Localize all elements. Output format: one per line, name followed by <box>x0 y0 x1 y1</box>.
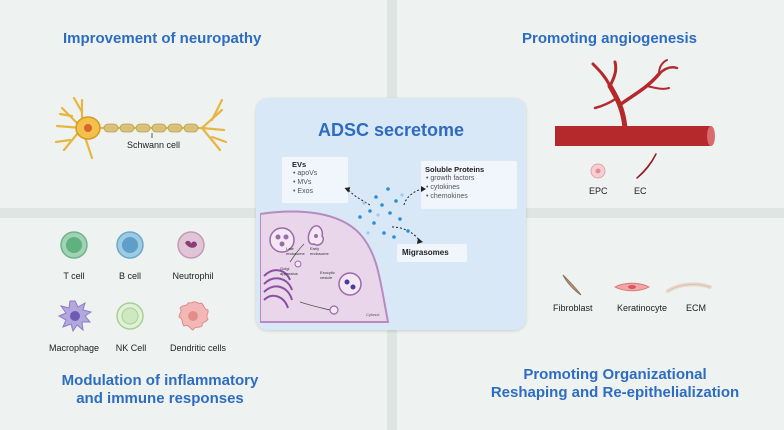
soluble-item: • cytokines <box>426 184 460 191</box>
late-endosome-label: Late endosome <box>286 246 305 256</box>
immune-cell-label: Dendritic cells <box>169 343 227 353</box>
evs-item: • apoVs <box>293 170 318 177</box>
remodeling-heading-line2: Reshaping and Re-epithelialization <box>490 384 740 401</box>
ec-icon <box>636 153 657 179</box>
migrasomes-label: Migrasomes <box>402 248 449 257</box>
evs-item: • MVs <box>293 179 312 186</box>
tissue-cell-label: Fibroblast <box>553 303 593 313</box>
neuron-illustration <box>54 96 227 160</box>
migrasomes-box <box>397 244 467 262</box>
early-endosome-label: Early endosome <box>310 246 329 256</box>
t-cell-icon <box>60 231 88 259</box>
soluble-proteins-box <box>421 161 517 209</box>
evs-box <box>282 157 348 203</box>
immune-heading-line2: and immune responses <box>76 390 244 407</box>
immune-heading-line1: Modulation of inflammatory <box>61 372 259 389</box>
epc-label: EPC <box>589 186 608 196</box>
dendritic-cell-icon <box>178 301 209 331</box>
soluble-item: • growth factors <box>426 175 475 182</box>
golgi-label: Golgi apparatus <box>280 266 298 276</box>
secretome-title: ADSC secretome <box>317 120 465 140</box>
tissue-cell-label: Keratinocyte <box>617 303 668 313</box>
soluble-proteins-title: Soluble Proteins <box>425 165 485 174</box>
macrophage-icon <box>58 300 92 332</box>
evs-item: • Exos <box>293 188 313 195</box>
immune-cell-label: NK Cell <box>115 343 147 353</box>
keratinocyte-icon <box>614 282 650 292</box>
immune-cell-label: T cell <box>63 271 85 281</box>
schwann-cell-label: Schwann cell <box>127 140 181 150</box>
blood-vessel-illustration <box>555 59 715 146</box>
tissue-cell-label: ECM <box>686 303 706 313</box>
immune-cell-label: Neutrophil <box>172 271 214 281</box>
epc-icon <box>590 163 606 179</box>
b-cell-icon <box>116 231 144 259</box>
evs-title: EVs <box>292 160 307 169</box>
cell-illustration <box>260 210 390 323</box>
secretion-arrows <box>344 186 426 244</box>
exocytic-vesicle-label: Exocytic vesicle <box>320 270 335 280</box>
immune-cell-label: Macrophage <box>48 343 100 353</box>
neuropathy-heading: Improvement of neuropathy <box>63 30 262 47</box>
neutrophil-icon <box>177 231 205 259</box>
cytosol-label: Cytosol <box>366 312 380 317</box>
angiogenesis-heading: Promoting angiogenesis <box>522 30 698 47</box>
remodeling-heading-line1: Promoting Organizational <box>523 366 707 383</box>
nk-cell-icon <box>116 302 144 330</box>
ec-label: EC <box>634 186 647 196</box>
soluble-item: • chemokines <box>426 193 468 200</box>
immune-cell-label: B cell <box>118 271 141 281</box>
ecm-icon <box>666 282 712 293</box>
fibroblast-icon <box>562 274 582 296</box>
